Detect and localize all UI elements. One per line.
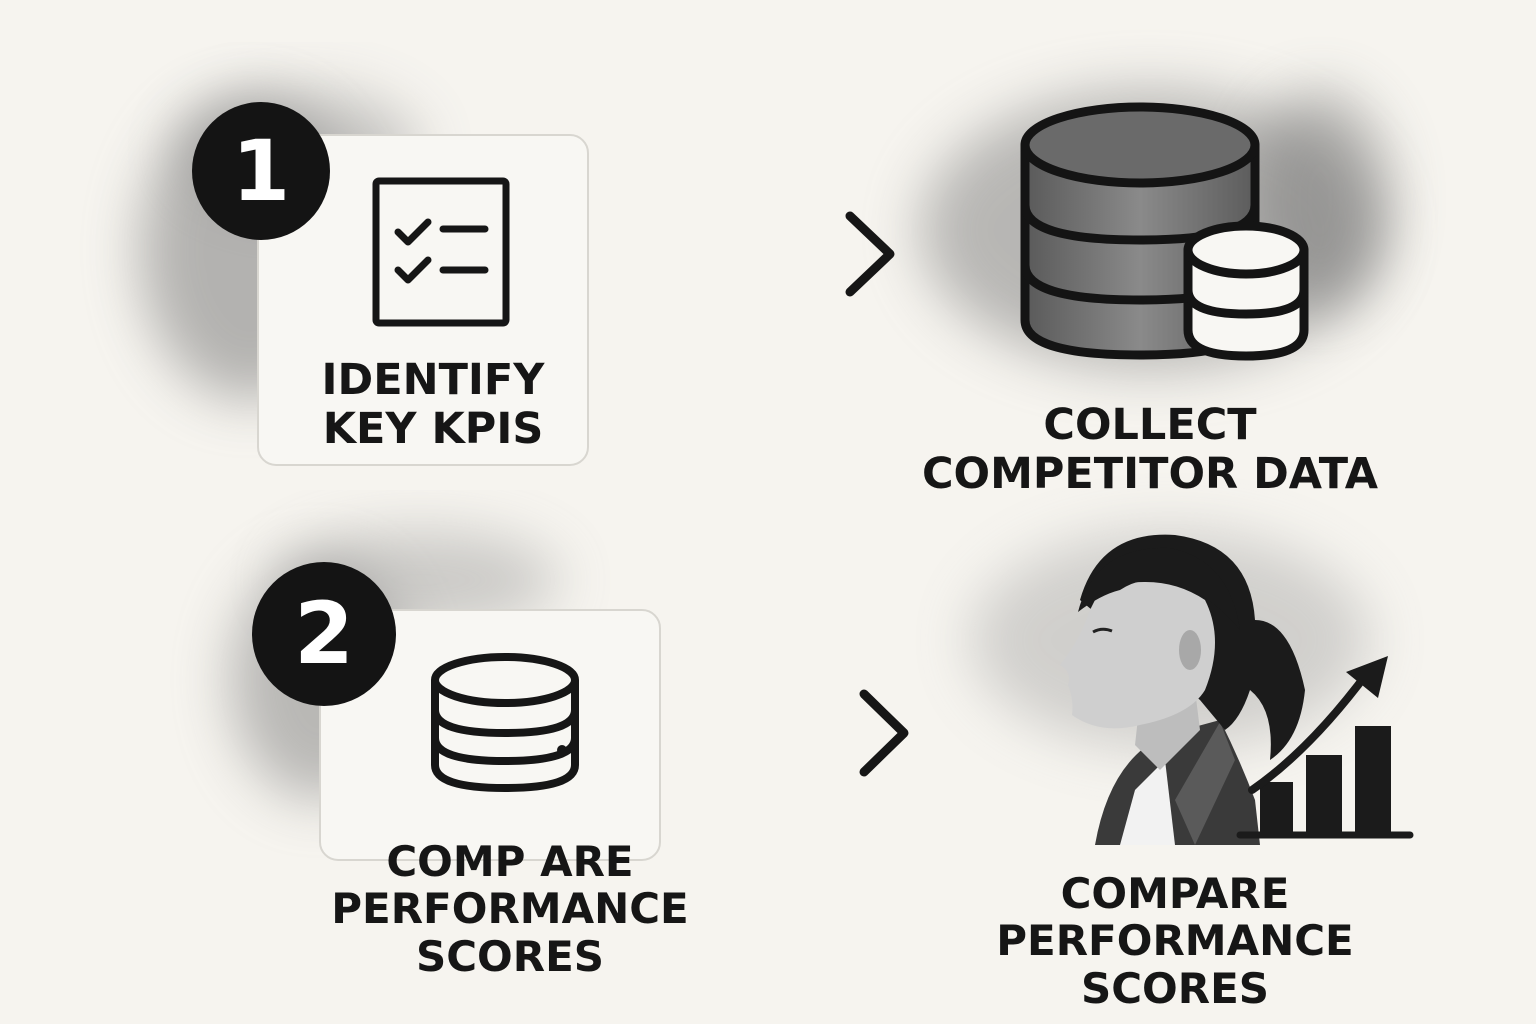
step-1-badge: 1 <box>192 102 330 240</box>
step-1-label: IDENTIFY KEY KPIS <box>321 355 545 454</box>
checklist-icon <box>372 177 510 327</box>
step-2-badge: 2 <box>252 562 396 706</box>
outcome-2-label: COMPARE PERFORMANCE SCORES <box>996 869 1354 1013</box>
analyst-growth-chart-illustration <box>1060 534 1414 845</box>
outcome-1-label: COLLECT COMPETITOR DATA <box>922 400 1378 499</box>
arrow-2 <box>680 689 909 777</box>
database-icon <box>431 653 579 792</box>
database-stack-icon <box>1020 102 1309 361</box>
arrow-1 <box>617 211 895 297</box>
step-2-label: COMP ARE PERFORMANCE SCORES <box>331 837 689 981</box>
